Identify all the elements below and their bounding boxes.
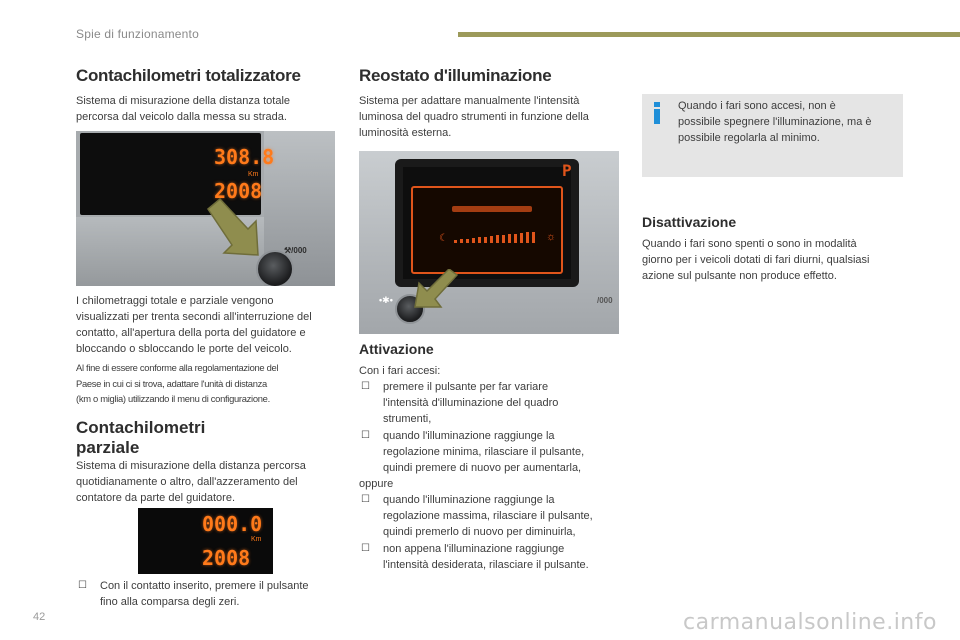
brightness-bars: [454, 231, 544, 243]
intro-reostato: Sistema per adattare manualmente l'inten…: [359, 95, 589, 139]
bullet-item: premere il pulsante per far variare l'in…: [383, 381, 559, 425]
km-unit: Km: [248, 171, 259, 178]
lead-fari-accesi: Con i fari accesi:: [359, 365, 441, 377]
brightness-bar: [490, 236, 493, 243]
bullet-icon: ☐: [361, 430, 370, 441]
arrow-icon: [207, 197, 259, 256]
arrow-icon-2: [414, 269, 459, 308]
brightness-bar: [502, 234, 505, 243]
bullet-icon: ☐: [361, 543, 370, 554]
step-azzeramento: Con il contatto inserito, premere il pul…: [100, 580, 309, 608]
brightness-bar: [472, 238, 475, 243]
menu-title-bar: [452, 206, 532, 212]
sun-icon: ☼: [546, 231, 557, 243]
km-unit-2: Km: [251, 536, 262, 543]
brightness-bar: [526, 232, 529, 243]
text-disattivazione: Quando i fari sono spenti o sono in moda…: [642, 238, 870, 282]
odometer-photo: 308.8 Km 2008 ⚒/000: [76, 131, 335, 286]
brightness-bar: [460, 239, 463, 243]
brightness-bar: [496, 235, 499, 243]
page-number: 42: [33, 611, 46, 623]
wrench-reset-label: ⚒/000: [284, 246, 307, 255]
brightness-bar: [508, 234, 511, 243]
moon-icon: ☾: [439, 233, 448, 244]
brightness-bar: [478, 237, 481, 243]
dashboard-dimmer-photo: P ☾ ☼ •✱• /000: [359, 151, 619, 334]
watermark: carmanualsonline.info: [683, 610, 937, 635]
intro-parziale: Sistema di misurazione della distanza pe…: [76, 460, 306, 504]
subtitle-attivazione: Attivazione: [359, 341, 434, 357]
odometer-display: 308.8 Km 2008: [80, 133, 274, 215]
dimmer-menu-frame: [411, 186, 563, 274]
note-unita: Al fine di essere conforme alla regolame…: [76, 362, 279, 405]
reset-knob: [256, 250, 294, 286]
reset-label-2: /000: [597, 296, 613, 305]
p-indicator: P: [562, 161, 572, 180]
brightness-bar: [520, 232, 523, 243]
total-km-readout: 308.8: [214, 145, 275, 169]
bullet-item: quando l'illuminazione raggiunge la rego…: [383, 494, 593, 538]
brightness-bar: [466, 238, 469, 243]
trip-zero-readout: 000.0: [202, 512, 263, 536]
bullet-icon: ☐: [361, 494, 370, 505]
header-rule: [458, 32, 960, 37]
bullet-icon: ☐: [361, 381, 370, 392]
bullet-item: quando l'illuminazione raggiunge la rego…: [383, 430, 585, 474]
brightness-bar: [484, 236, 487, 243]
total-readout-2: 2008: [202, 546, 251, 570]
trip-reset-photo: 000.0 Km 2008: [138, 508, 273, 574]
section-header: Spie di funzionamento: [76, 27, 199, 41]
subtitle-disattivazione: Disattivazione: [642, 214, 737, 230]
oppure-label: oppure: [359, 478, 394, 490]
info-text: Quando i fari sono accesi, non è possibi…: [678, 100, 872, 144]
info-box: [642, 94, 903, 177]
bullet-item: non appena l'illuminazione raggiunge l'i…: [383, 543, 589, 571]
trip-readout: 2008: [214, 179, 263, 203]
title-contachilometri-totalizzatore: Contachilometri totalizzatore: [76, 66, 301, 85]
title-contachilometri-parziale: Contachilometri parziale: [76, 418, 206, 457]
bullet-icon: ☐: [78, 580, 87, 591]
brightness-bar: [532, 231, 535, 243]
intro-totalizzatore: Sistema di misurazione della distanza to…: [76, 95, 291, 123]
dimmer-button-label: •✱•: [379, 295, 393, 305]
brightness-bar: [454, 240, 457, 243]
title-reostato: Reostato d'illuminazione: [359, 66, 552, 85]
brightness-bar: [514, 233, 517, 243]
para-visualizzazione: I chilometraggi totale e parziale vengon…: [76, 295, 312, 355]
info-icon: [652, 102, 662, 124]
